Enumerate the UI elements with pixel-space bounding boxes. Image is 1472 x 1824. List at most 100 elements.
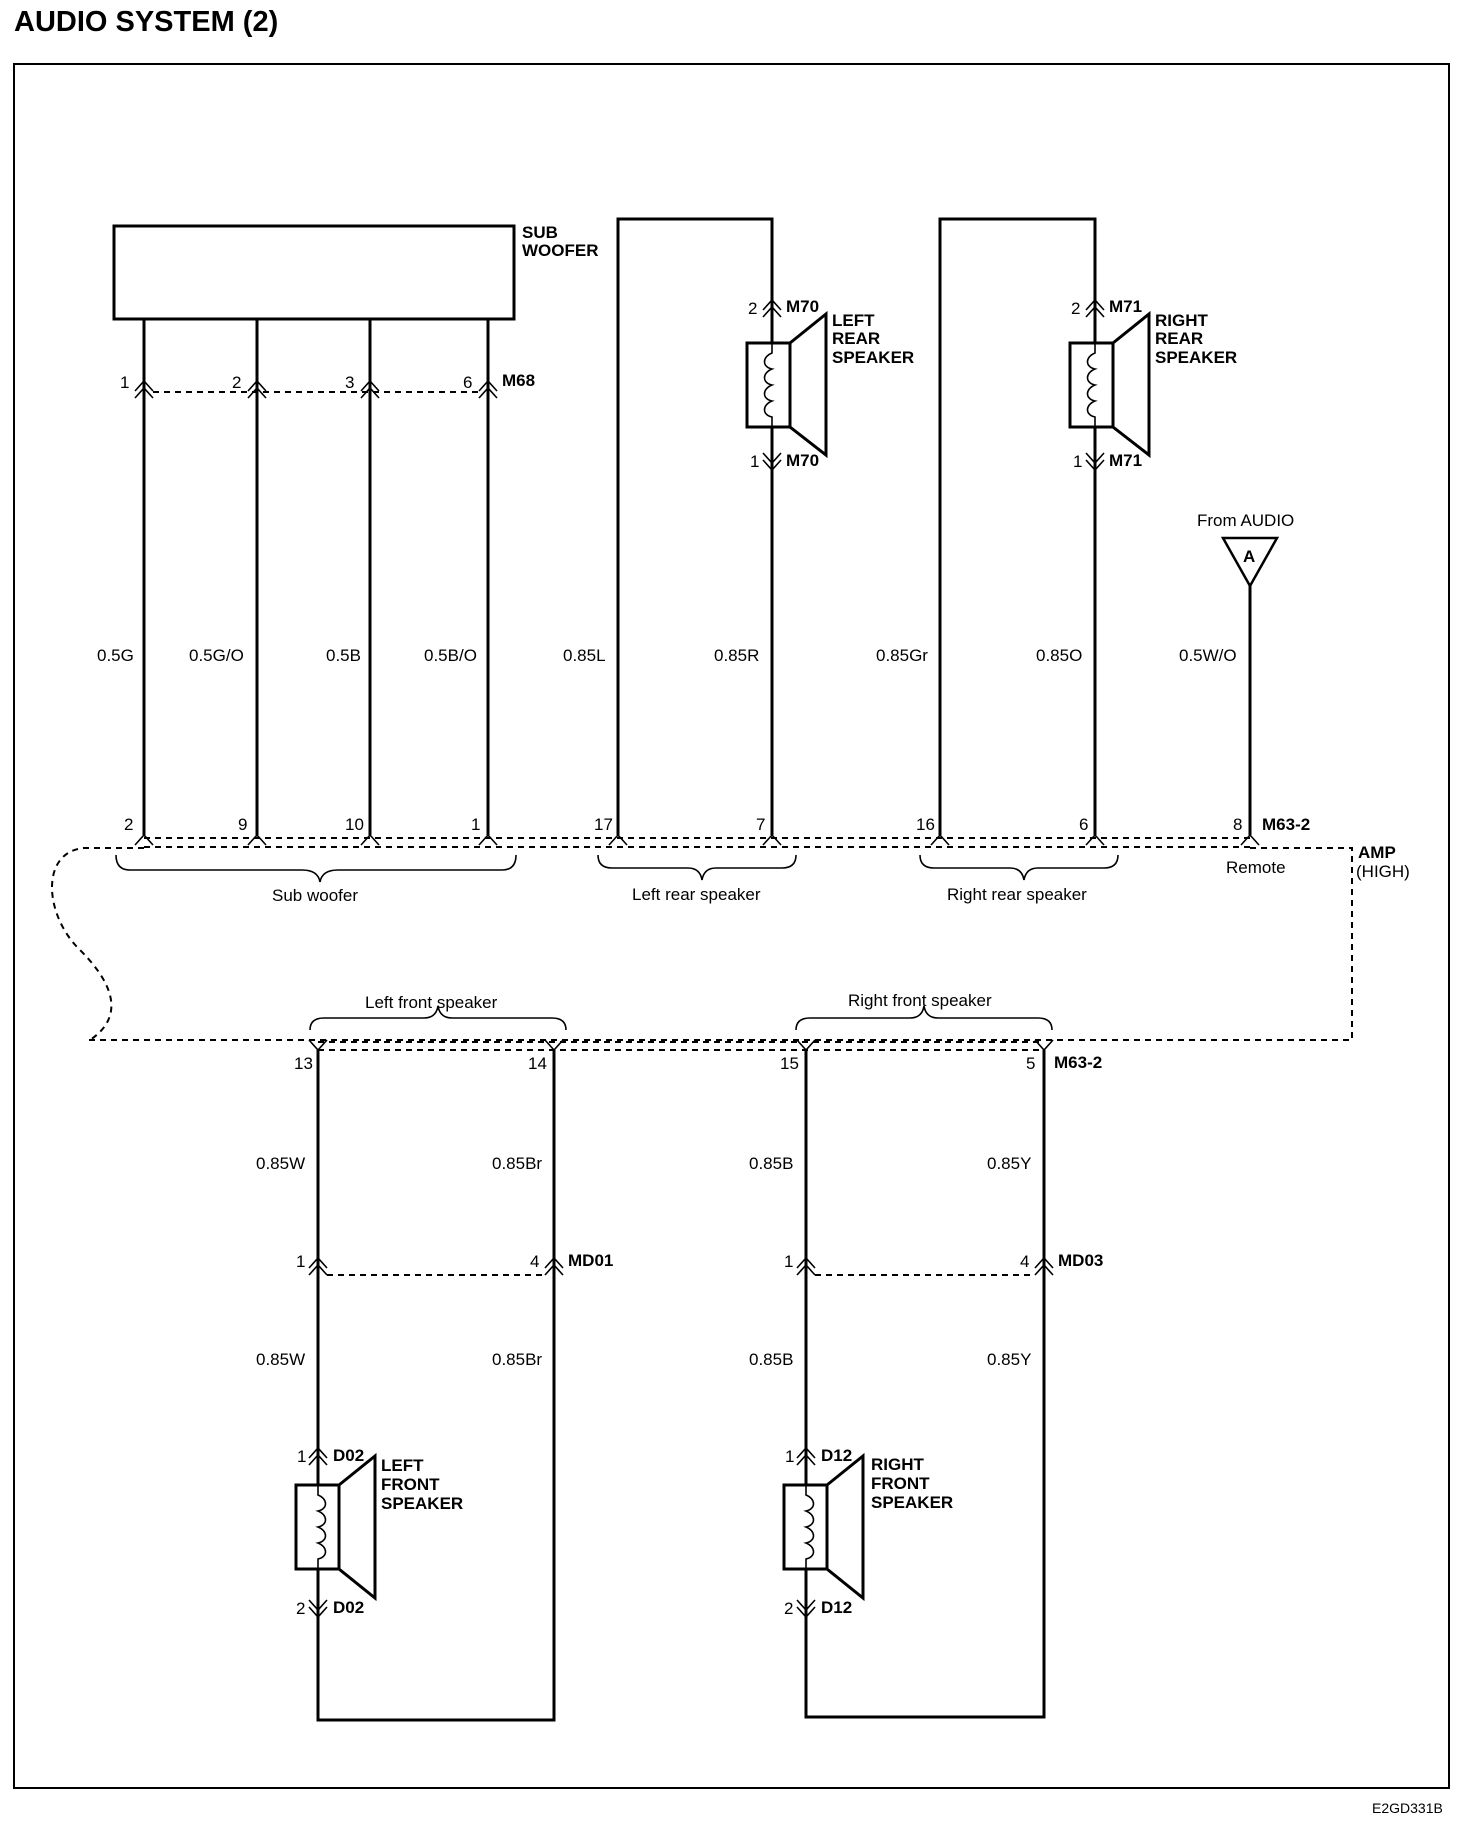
connector-m68-pin6 [478, 379, 498, 399]
amp-upper-pin-symbols [134, 833, 1260, 846]
remote-section: From AUDIO A 0.5W/O [1179, 511, 1294, 835]
connector-d12-bottom [796, 1599, 816, 1619]
m70-connector-label: M70 [786, 297, 819, 316]
left-front-speaker-cone [337, 1452, 377, 1602]
m68-connector-label: M68 [502, 371, 535, 390]
md03-connector-label: MD03 [1058, 1251, 1103, 1270]
left-front-name-1: LEFT [381, 1456, 424, 1475]
wire-color-label: 0.85B [749, 1154, 793, 1173]
connector-md03-pin1 [796, 1256, 816, 1276]
wire-color-label: 0.85B [749, 1350, 793, 1369]
wire-color-label: 0.5G/O [189, 646, 244, 665]
wire-color-label: 0.85Br [492, 1154, 542, 1173]
amp-pin-label: 14 [528, 1054, 547, 1073]
wire-color-label: 0.85Y [987, 1350, 1031, 1369]
right-rear-brace [919, 854, 1119, 881]
d02-pin-label: 1 [297, 1447, 306, 1466]
wire-color-label: 0.5B/O [424, 646, 477, 665]
group-label-right-rear: Right rear speaker [947, 885, 1087, 904]
amp-sub-label: (HIGH) [1356, 862, 1410, 881]
m70-connector-label: M70 [786, 451, 819, 470]
amp-pin-label: 8 [1233, 815, 1242, 834]
right-front-name-3: SPEAKER [871, 1493, 953, 1512]
connector-m68-pin2 [247, 379, 267, 399]
amp-pin-label: 1 [471, 815, 480, 834]
md03-pin-label: 1 [784, 1252, 793, 1271]
group-label-left-rear: Left rear speaker [632, 885, 761, 904]
d12-connector-label: D12 [821, 1446, 852, 1465]
wire-color-label: 0.5G [97, 646, 134, 665]
amp-outline-left [51, 847, 144, 1041]
m68-pin-label: 2 [232, 373, 241, 392]
group-label-sub-woofer: Sub woofer [272, 886, 358, 905]
amp-pin-label: 13 [294, 1054, 313, 1073]
connector-md03-pin4 [1034, 1256, 1054, 1276]
left-front-speaker-section: 0.85W 0.85Br 1 4 MD01 0.85W 0.85Br 1 D02… [256, 1050, 613, 1722]
wire-right-front-loop [804, 1050, 1046, 1719]
md03-pin-label: 4 [1020, 1252, 1029, 1271]
right-rear-name-1: RIGHT [1155, 311, 1209, 330]
left-front-name-3: SPEAKER [381, 1494, 463, 1513]
m68-pin-label: 6 [463, 373, 472, 392]
wire-color-label: 0.85W [256, 1154, 305, 1173]
left-rear-name-1: LEFT [832, 311, 875, 330]
amp-pin-label: 15 [780, 1054, 799, 1073]
connector-d02-bottom [308, 1599, 328, 1619]
right-rear-speaker-section: 2 M71 1 M71 RIGHT REAR SPEAKER 0.85Gr 0.… [876, 217, 1237, 835]
wire-color-label: 0.5W/O [1179, 646, 1237, 665]
m68-pin-label: 1 [120, 373, 129, 392]
left-rear-speaker-magnet [745, 341, 792, 429]
m68-pin-label: 3 [345, 373, 354, 392]
d12-connector-label: D12 [821, 1598, 852, 1617]
connector-m71-top [1085, 298, 1105, 318]
right-front-name-1: RIGHT [871, 1455, 925, 1474]
d02-pin-label: 2 [296, 1599, 305, 1618]
right-front-name-2: FRONT [871, 1474, 930, 1493]
amp-connector-lower: Left front speaker Right front speaker 1… [294, 991, 1102, 1073]
wire-left-rear-loop [616, 217, 774, 835]
sub-woofer-box [112, 224, 516, 321]
wire-color-label: 0.85O [1036, 646, 1082, 665]
left-rear-brace [597, 854, 797, 881]
m71-pin-label: 1 [1073, 452, 1082, 471]
group-label-left-front: Left front speaker [365, 993, 498, 1012]
connector-m68-pin1 [134, 379, 154, 399]
reference-a-triangle [1220, 536, 1280, 589]
md01-pin-label: 1 [296, 1252, 305, 1271]
md01-pin-label: 4 [530, 1252, 539, 1271]
wire-color-label: 0.85Y [987, 1154, 1031, 1173]
group-label-right-front: Right front speaker [848, 991, 992, 1010]
figure-code: E2GD331B [1372, 1800, 1443, 1816]
left-rear-speaker-coil [763, 343, 775, 427]
connector-d12-top [796, 1446, 816, 1466]
connector-m70-top [762, 298, 782, 318]
md01-connector-label: MD01 [568, 1251, 613, 1270]
m70-pin-label: 2 [748, 299, 757, 318]
right-front-speaker-coil [803, 1485, 815, 1569]
wire-color-label: 0.5B [326, 646, 361, 665]
m71-connector-label: M71 [1109, 451, 1142, 470]
amp-outline-right [84, 847, 1353, 1041]
wire-color-label: 0.85Br [492, 1350, 542, 1369]
sub-woofer-brace [115, 854, 517, 883]
right-rear-speaker-cone [1111, 310, 1151, 459]
right-rear-name-2: REAR [1155, 329, 1203, 348]
right-rear-speaker-coil [1086, 343, 1098, 427]
from-audio-label: From AUDIO [1197, 511, 1294, 530]
amp-pin-label: 17 [594, 815, 613, 834]
connector-md01-pin4 [544, 1256, 564, 1276]
d02-connector-label: D02 [333, 1598, 364, 1617]
right-front-speaker-section: 0.85B 0.85Y 1 4 MD03 0.85B 0.85Y 1 D12 2… [749, 1050, 1103, 1719]
page-title: AUDIO SYSTEM (2) [14, 6, 278, 38]
left-rear-speaker-section: 2 M70 1 M70 LEFT REAR SPEAKER 0.85L 0.85… [563, 217, 914, 835]
d12-pin-label: 2 [784, 1599, 793, 1618]
m63-2-connector-label: M63-2 [1054, 1053, 1102, 1072]
left-front-name-2: FRONT [381, 1475, 440, 1494]
d12-pin-label: 1 [785, 1447, 794, 1466]
right-rear-name-3: SPEAKER [1155, 348, 1237, 367]
d02-connector-label: D02 [333, 1446, 364, 1465]
m70-pin-label: 1 [750, 452, 759, 471]
sub-woofer-section: SUB WOOFER 1 2 3 6 M68 0.5G 0.5G/O 0.5B … [97, 223, 599, 835]
left-front-brace [309, 1005, 567, 1031]
